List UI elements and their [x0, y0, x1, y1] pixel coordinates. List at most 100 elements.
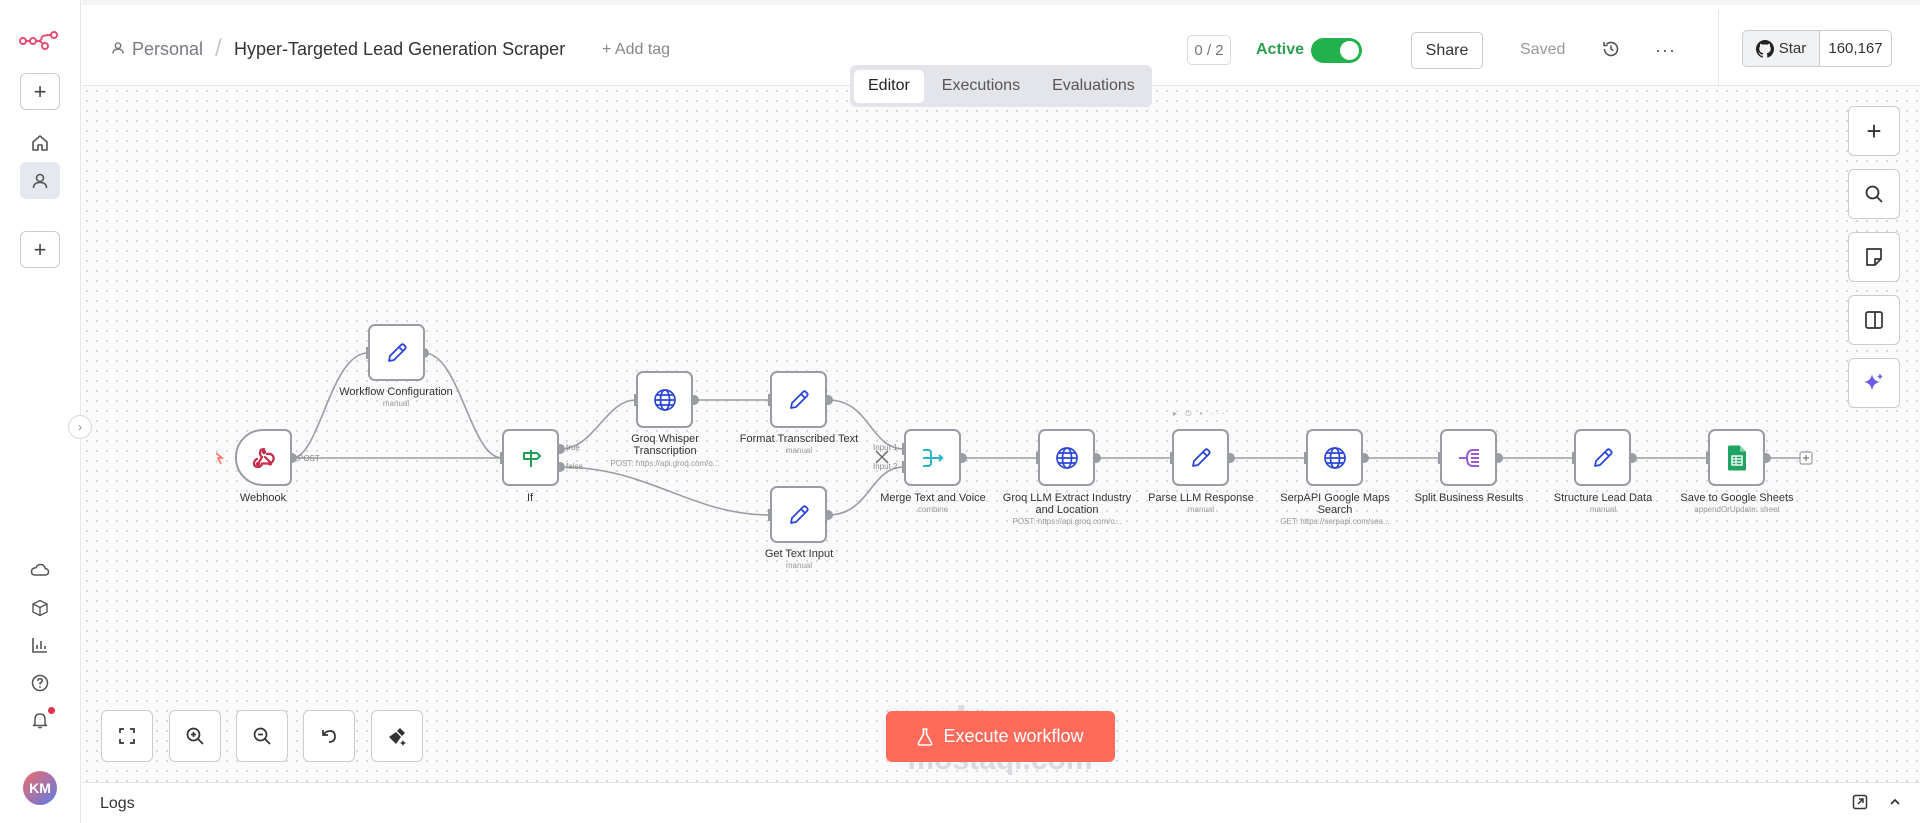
plus-icon: +	[33, 236, 47, 262]
toggle-panel-button[interactable]	[1848, 295, 1900, 345]
saved-status: Saved	[1520, 41, 1566, 58]
plus-icon: +	[33, 78, 47, 104]
search-nodes-button[interactable]	[1848, 169, 1900, 219]
history-icon[interactable]	[1601, 39, 1621, 59]
node-hover-controls[interactable]: ▸ ⏻ ▪ ···	[1173, 409, 1228, 418]
sidebar-item-home[interactable]	[20, 124, 60, 161]
tab-evaluations[interactable]: Evaluations	[1052, 77, 1135, 94]
user-icon	[32, 173, 48, 188]
node-groq-llm-extract[interactable]	[1038, 429, 1095, 486]
node-groq-whisper-transcription[interactable]	[636, 371, 693, 428]
node-split-business-results[interactable]	[1440, 429, 1497, 486]
add-tag-button[interactable]: + Add tag	[602, 41, 671, 58]
tab-executions[interactable]: Executions	[941, 77, 1021, 94]
tidy-up-button[interactable]	[371, 710, 423, 762]
sidebar-item-templates[interactable]	[20, 589, 60, 626]
node-parse-llm-sub: manual	[1187, 505, 1215, 514]
pop-out-icon[interactable]	[1852, 794, 1868, 810]
merge-icon	[922, 448, 943, 467]
cloud-icon	[30, 563, 50, 576]
signpost-icon	[522, 449, 541, 467]
share-button[interactable]: Share	[1411, 32, 1483, 69]
node-workflow-configuration[interactable]	[368, 324, 425, 381]
undo-button[interactable]	[303, 710, 355, 762]
github-star-button[interactable]: Star	[1743, 31, 1820, 66]
node-format-transcribed-text-sub: manual	[785, 446, 813, 455]
search-icon	[1865, 185, 1883, 203]
webhook-port-label: POST	[298, 454, 320, 463]
evaluation-counter: 0 / 2	[1187, 35, 1231, 65]
node-if-label: If	[526, 492, 534, 504]
chevron-up-icon[interactable]	[1888, 795, 1902, 809]
more-options-icon[interactable]: ···	[1655, 40, 1676, 60]
sparkle-icon	[1864, 373, 1883, 391]
node-parse-llm-response[interactable]	[1172, 429, 1229, 486]
workflow-canvas[interactable]	[82, 86, 1920, 782]
flask-icon	[918, 727, 933, 746]
node-merge-label: Merge Text and Voice	[880, 492, 986, 504]
split-icon	[1458, 448, 1479, 467]
node-serpapi-sub: GET: https://serpapi.com/sea...	[1280, 517, 1390, 526]
expand-sidebar-button[interactable]: ›	[68, 415, 92, 439]
add-node-button[interactable]: +	[1848, 106, 1900, 156]
n8n-logo-icon[interactable]	[19, 30, 59, 55]
node-get-text-input[interactable]	[770, 486, 827, 543]
ai-assistant-button[interactable]	[1848, 358, 1900, 408]
tidy-up-icon	[389, 728, 406, 746]
header-divider	[1718, 10, 1719, 91]
node-groq-whisper-sub: POST: https://api.groq.com/o...	[610, 459, 720, 468]
logs-panel[interactable]: Logs	[82, 782, 1920, 823]
fit-view-button[interactable]	[101, 710, 153, 762]
add-sticky-note-button[interactable]	[1848, 232, 1900, 282]
zoom-in-icon	[186, 727, 204, 745]
zoom-out-button[interactable]	[236, 710, 288, 762]
node-structure-lead-data[interactable]	[1574, 429, 1631, 486]
node-merge-text-and-voice[interactable]	[904, 429, 961, 486]
bar-chart-icon	[32, 637, 47, 653]
node-get-text-input-sub: manual	[785, 561, 813, 570]
logs-label: Logs	[100, 795, 135, 812]
avatar[interactable]: KM	[23, 771, 57, 805]
active-label: Active	[1256, 41, 1305, 58]
github-icon	[1755, 39, 1774, 58]
workflow-title[interactable]: Hyper-Targeted Lead Generation Scraper	[234, 39, 566, 59]
pencil-icon	[789, 389, 809, 409]
home-icon	[32, 134, 48, 151]
help-circle-icon	[31, 674, 49, 691]
breadcrumb-separator: /	[215, 35, 222, 62]
plus-icon: +	[1866, 116, 1882, 146]
node-groq-llm-label: Groq LLM Extract Industry and Location	[1002, 492, 1132, 516]
node-serpapi-google-maps-search[interactable]	[1306, 429, 1363, 486]
pencil-icon	[387, 342, 407, 362]
execute-workflow-button[interactable]: Execute workflow	[886, 711, 1115, 762]
node-groq-whisper-label: Groq Whisper Transcription	[631, 433, 699, 457]
add-project-button[interactable]: +	[20, 231, 60, 268]
pencil-icon	[789, 504, 809, 524]
node-webhook[interactable]	[235, 429, 292, 486]
if-false-label: false	[566, 462, 583, 471]
sidebar-item-notifications[interactable]	[20, 701, 60, 738]
notification-dot	[48, 707, 55, 714]
node-workflow-configuration-label: Workflow Configuration	[339, 386, 453, 398]
tab-editor[interactable]: Editor	[854, 69, 924, 103]
breadcrumb-project[interactable]: Personal	[132, 39, 204, 59]
left-sidebar: + + KM	[0, 0, 81, 823]
pencil-icon	[1191, 447, 1211, 467]
sidebar-item-personal[interactable]	[20, 162, 60, 199]
node-format-transcribed-text[interactable]	[770, 371, 827, 428]
view-tabs: Editor Executions Evaluations	[850, 65, 1152, 107]
globe-icon	[1055, 446, 1078, 469]
github-star-widget[interactable]: Star 160,167	[1742, 30, 1892, 67]
node-workflow-configuration-sub: manual	[382, 399, 410, 408]
active-toggle[interactable]	[1311, 38, 1362, 63]
sidebar-item-help[interactable]	[20, 664, 60, 701]
sidebar-item-cloud[interactable]	[20, 551, 60, 588]
sidebar-item-insights[interactable]	[20, 626, 60, 663]
zoom-in-button[interactable]	[169, 710, 221, 762]
node-if[interactable]	[502, 429, 559, 486]
node-serpapi-label: SerpAPI Google Maps Search	[1280, 492, 1390, 516]
create-button[interactable]: +	[20, 73, 60, 110]
node-save-to-google-sheets[interactable]	[1708, 429, 1765, 486]
merge-input-1-label: Input 1	[873, 443, 898, 452]
node-groq-llm-sub: POST: https://api.groq.com/o...	[1012, 517, 1122, 526]
